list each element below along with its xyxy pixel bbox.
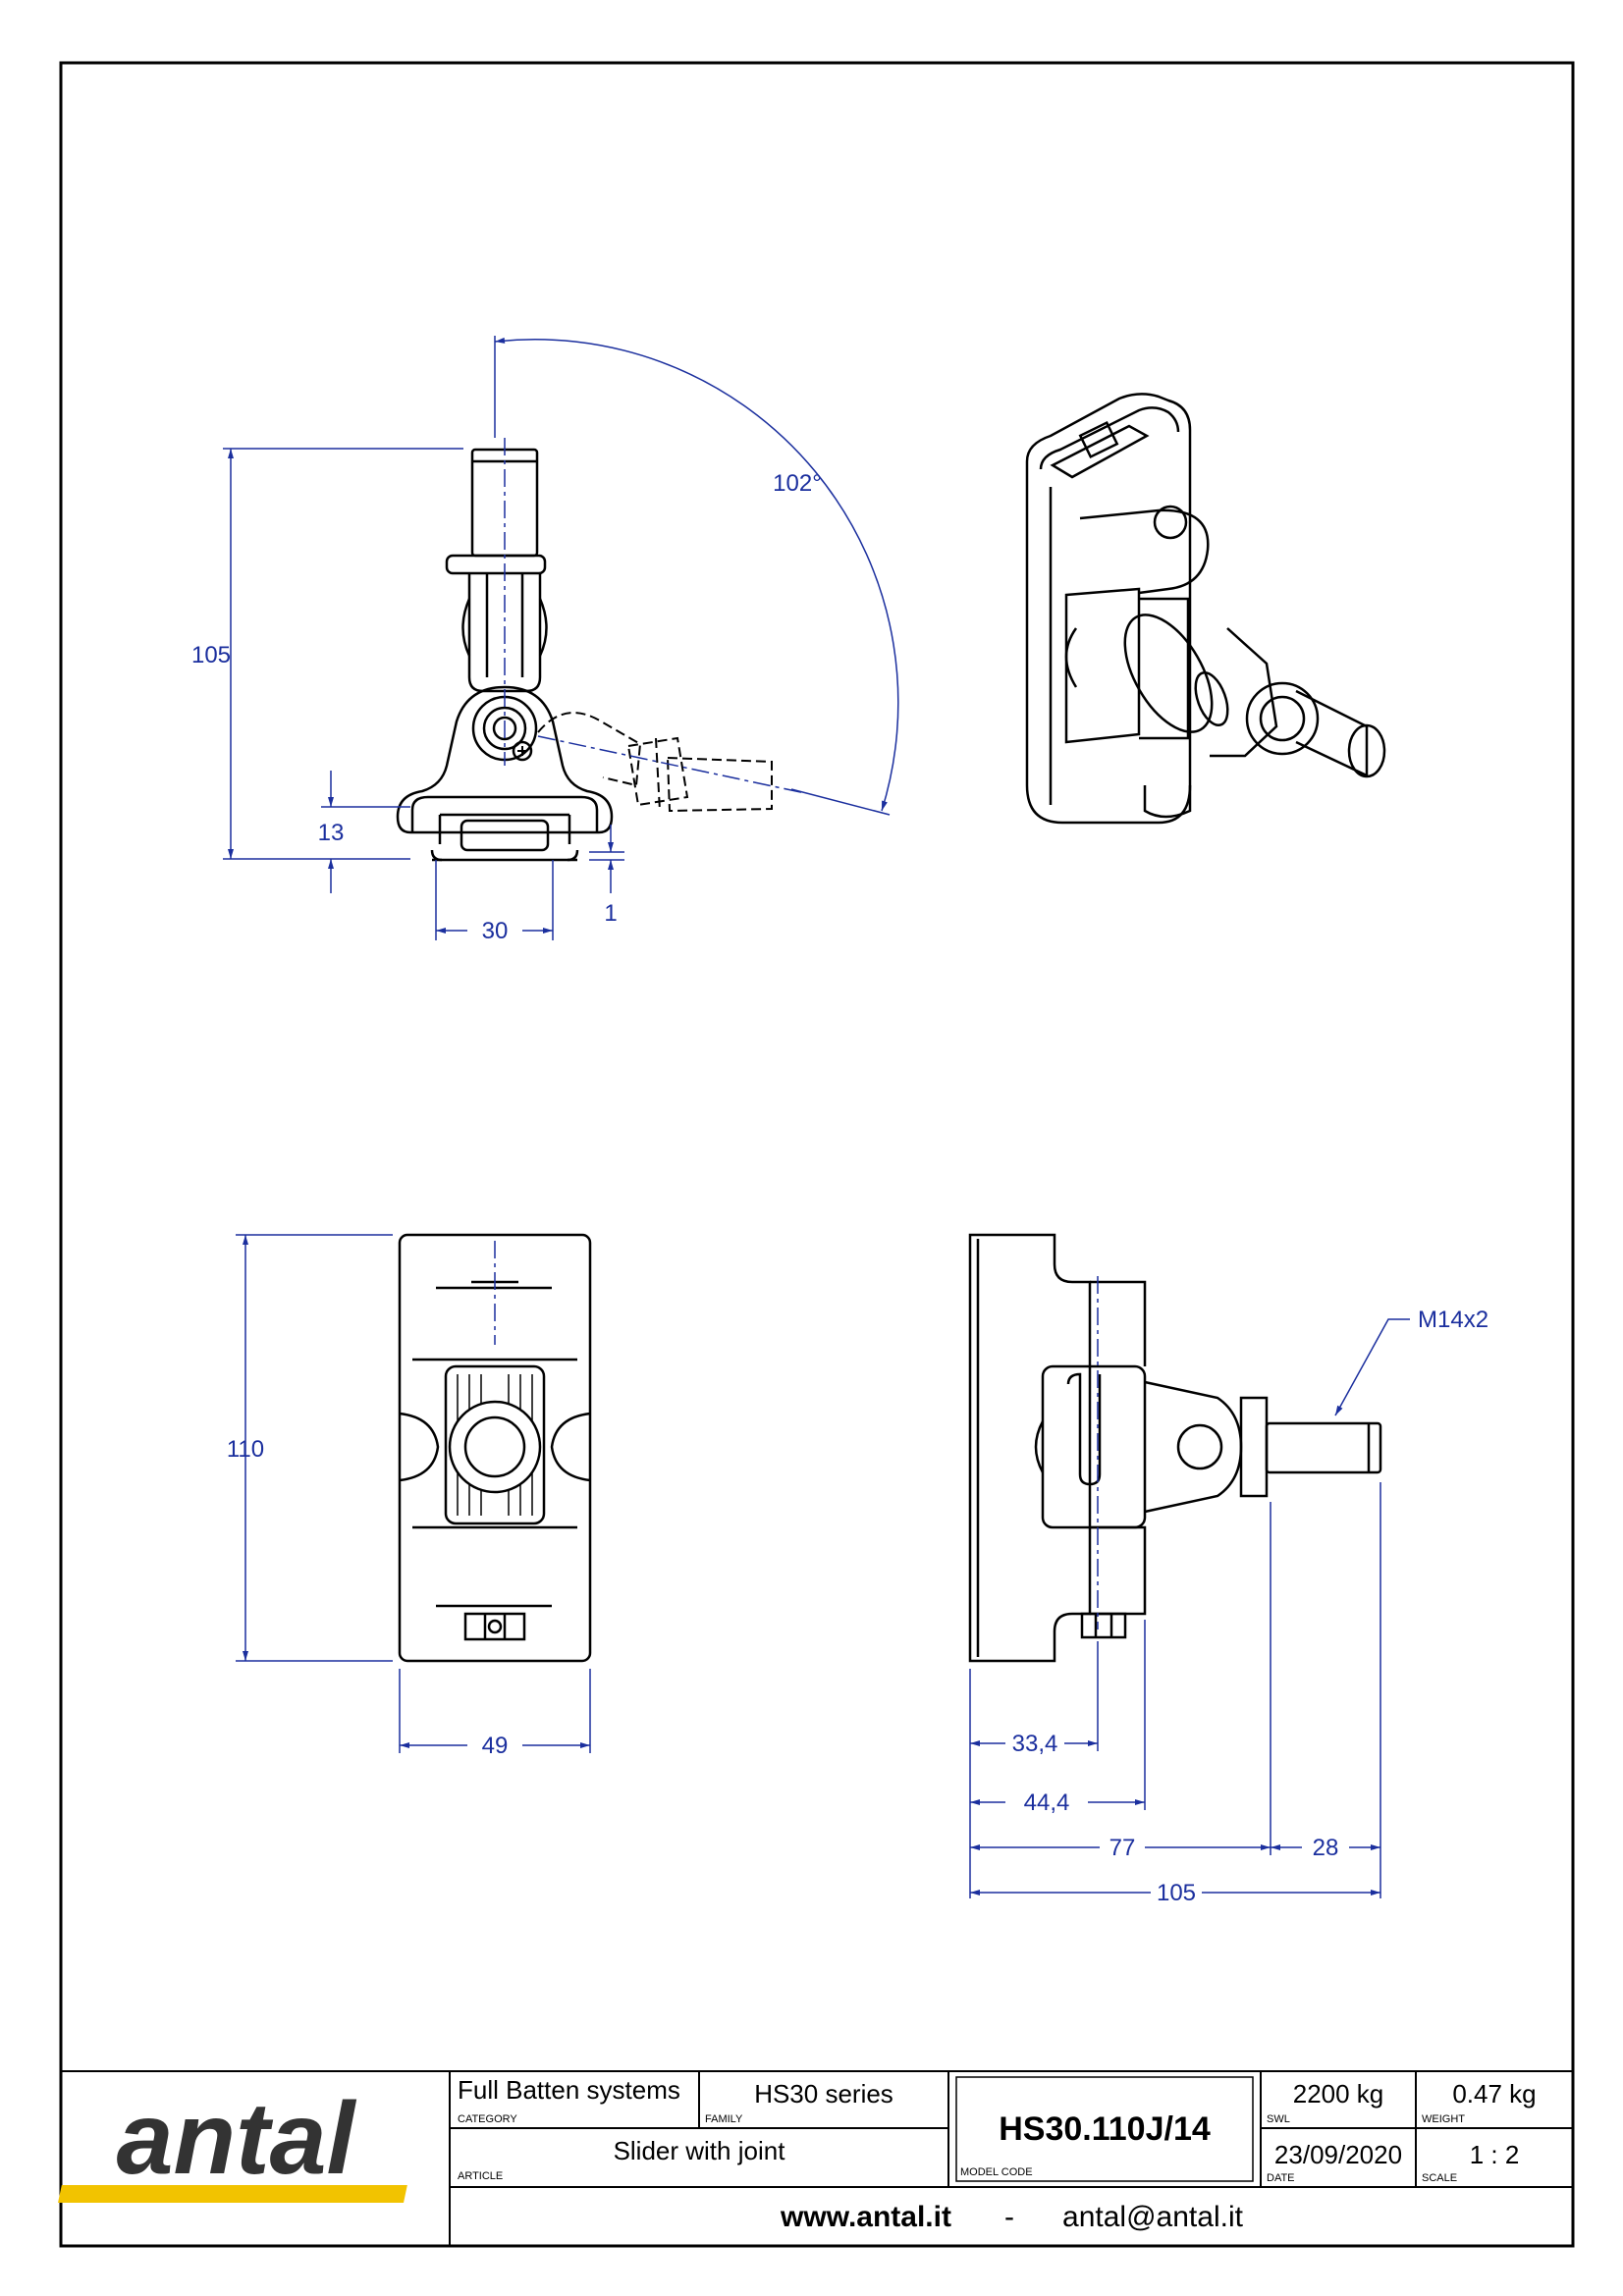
category-value: Full Batten systems <box>458 2075 680 2105</box>
title-block <box>61 2070 1573 2246</box>
email-link[interactable]: antal@antal.it <box>1062 2201 1244 2233</box>
side-view <box>968 1233 1382 1663</box>
top-view <box>396 438 806 862</box>
isometric-view <box>1025 393 1386 825</box>
side-view-dimensions <box>969 1318 1410 1898</box>
date-label: DATE <box>1267 2172 1295 2184</box>
sheet-border <box>59 61 1575 2248</box>
front-view-dimensions <box>236 1234 591 1753</box>
family-label: FAMILY <box>705 2113 743 2125</box>
dim-front-height: 110 <box>227 1436 264 1463</box>
contact-separator: - <box>1004 2201 1014 2233</box>
scale-value: 1 : 2 <box>1470 2140 1520 2169</box>
model-code: HS30.110J/14 <box>999 2110 1211 2148</box>
article-label: ARTICLE <box>458 2170 503 2182</box>
weight-value: 0.47 kg <box>1452 2079 1536 2109</box>
category-label: CATEGORY <box>458 2113 517 2125</box>
antal-logo: antal <box>117 2082 357 2196</box>
front-view <box>398 1233 592 1663</box>
weight-label: WEIGHT <box>1422 2113 1465 2125</box>
dim-side-28: 28 <box>1313 1835 1339 1861</box>
dim-slot-depth: 13 <box>318 820 345 846</box>
dim-side-44: 44,4 <box>1024 1789 1070 1816</box>
date-value: 23/09/2020 <box>1274 2140 1402 2169</box>
dim-angle: 102° <box>773 470 822 497</box>
dim-front-width: 49 <box>482 1733 509 1759</box>
website-link[interactable]: www.antal.it <box>780 2201 951 2233</box>
dim-offset: 1 <box>604 900 617 927</box>
dim-top-height: 105 <box>191 642 231 668</box>
dim-side-105: 105 <box>1157 1880 1196 1906</box>
scale-label: SCALE <box>1422 2172 1457 2184</box>
model-code-label: MODEL CODE <box>960 2166 1033 2178</box>
swl-value: 2200 kg <box>1293 2079 1384 2109</box>
top-view-dimensions <box>223 336 899 940</box>
dim-slot-width: 30 <box>482 918 509 944</box>
logo-bar <box>58 2185 407 2203</box>
article-value: Slider with joint <box>614 2136 786 2165</box>
family-value: HS30 series <box>754 2079 893 2109</box>
dim-thread: M14x2 <box>1418 1307 1488 1333</box>
dim-side-77: 77 <box>1109 1835 1136 1861</box>
swl-label: SWL <box>1267 2113 1290 2125</box>
dim-side-33: 33,4 <box>1012 1731 1058 1757</box>
